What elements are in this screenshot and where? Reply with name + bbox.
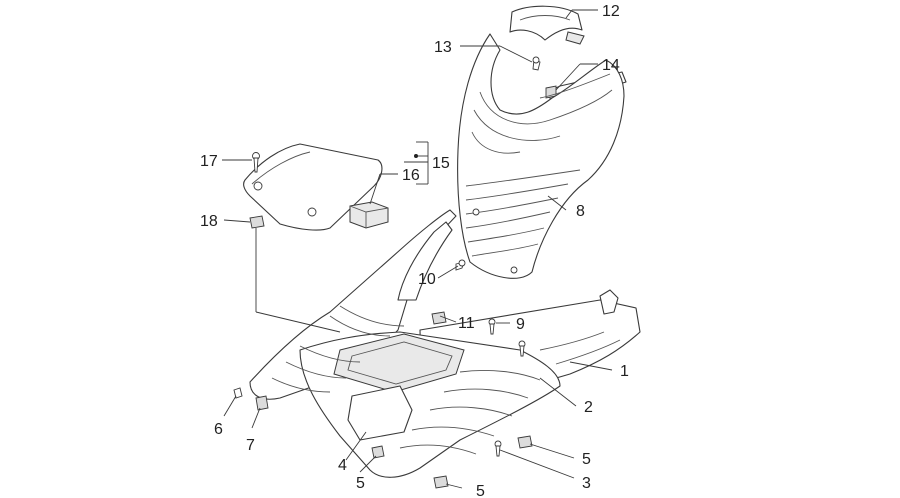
part-6-screw [233,387,243,399]
callout-12: 12 [602,3,620,20]
screw-front-mount [518,340,526,357]
footboard-frame [249,209,641,478]
callout-9: 9 [516,316,525,333]
callout-14: 14 [602,57,620,74]
callout-16: 16 [402,167,420,184]
part-17-screw [252,152,260,173]
callout-8: 8 [576,203,585,220]
part-9-screw [488,318,496,335]
callout-2: 2 [584,399,593,416]
callout-5-bottom: 5 [476,483,485,498]
callout-10: 10 [418,271,436,288]
callout-11: 11 [458,315,475,332]
part-10-screw [455,259,466,271]
part-5-clip-c [433,475,449,489]
callout-4: 4 [338,457,347,474]
callout-15: 15 [432,155,450,172]
callout-5-center: 5 [356,475,365,492]
callout-1: 1 [620,363,629,380]
callout-labels: 12 13 14 8 10 9 11 17 18 15 16 1 2 3 4 5… [200,3,629,498]
callout-6: 6 [214,421,223,438]
callout-18: 18 [200,213,218,230]
callout-7: 7 [246,437,255,454]
part-13-screw [532,56,541,71]
callout-13: 13 [434,39,452,56]
part-16-block [349,201,389,229]
part-12-top-cover [509,5,585,45]
screw-floor [494,440,502,457]
part-18-clip [249,215,265,229]
leader-lines [222,9,613,489]
bullet-dot [414,154,418,158]
part-8-front-shield [457,33,625,279]
part-15-access-panel [243,143,383,231]
part-11-clip [431,311,447,325]
callout-5-right: 5 [582,451,591,468]
part-7-clip [255,395,269,411]
callout-3: 3 [582,475,591,492]
callout-17: 17 [200,153,218,170]
part-5-clip-b [371,445,385,459]
part-5-clip-a [517,435,533,449]
